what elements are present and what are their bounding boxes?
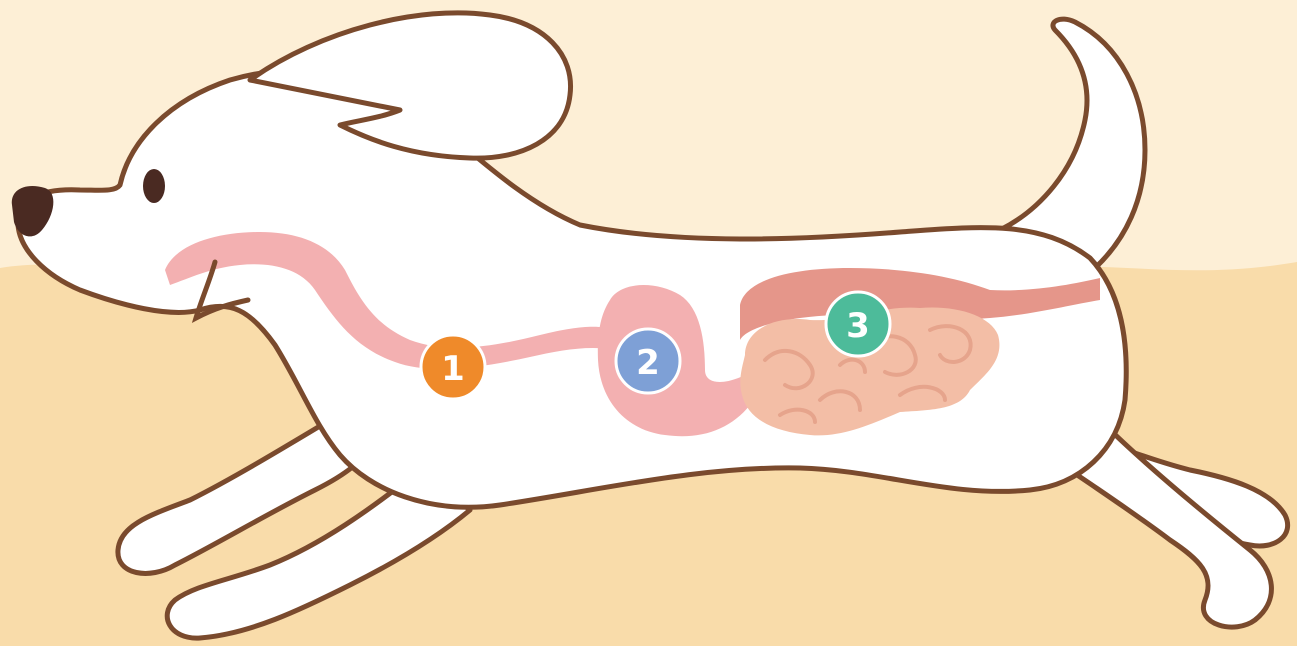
marker-1-label: 1 (441, 349, 465, 389)
marker-2: 2 (616, 329, 680, 393)
marker-3: 3 (826, 292, 890, 356)
marker-1: 1 (421, 335, 485, 399)
dog-eye (143, 169, 165, 203)
marker-3-label: 3 (846, 306, 870, 346)
marker-2-label: 2 (636, 343, 660, 383)
